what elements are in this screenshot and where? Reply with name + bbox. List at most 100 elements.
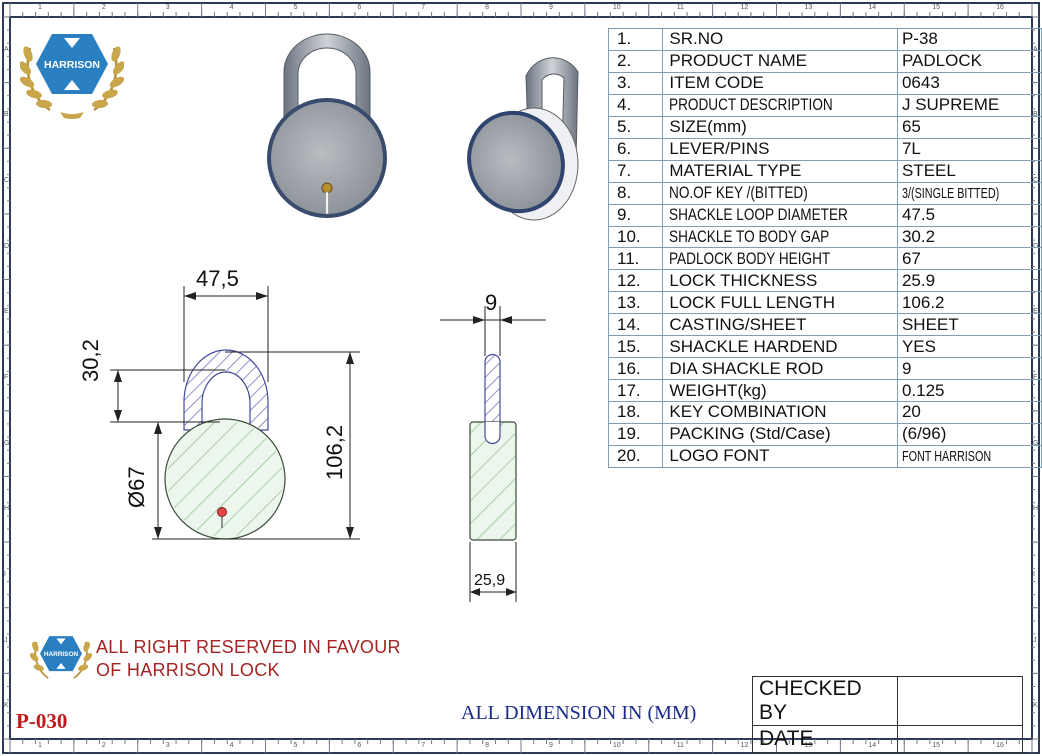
spec-value: 7L	[896, 137, 1042, 161]
spec-value: P-38	[896, 28, 1042, 51]
dim-loop-width: 47,5	[196, 266, 239, 291]
spec-label: PRODUCT NAME	[662, 49, 898, 73]
ruler-row-label: J	[4, 636, 8, 644]
spec-label-text: LEVER/PINS	[669, 139, 770, 159]
spec-value-text: (6/96)	[901, 424, 947, 444]
spec-number-text: 12.	[617, 270, 641, 290]
ruler-row-label: J	[1033, 636, 1037, 644]
spec-label-text: LOCK FULL LENGTH	[669, 292, 836, 312]
harrison-small-logo-icon: HARRISON	[30, 636, 92, 679]
spec-label-text: SHACKLE TO BODY GAP	[669, 226, 830, 246]
spec-label: CASTING/SHEET	[662, 313, 898, 337]
spec-label-text: SR.NO	[669, 29, 724, 49]
spec-number-text: 2.	[617, 51, 632, 71]
spec-number-text: 8.	[617, 183, 632, 203]
spec-label: LOCK THICKNESS	[662, 269, 898, 293]
spec-value-text: SHEET	[901, 314, 959, 334]
spec-label-text: SHACKLE HARDEND	[669, 336, 838, 356]
spec-number: 8.	[607, 181, 664, 205]
ruler-row-label: K	[1033, 702, 1038, 710]
ruler-row-label: G	[4, 439, 10, 447]
ruler-column-label: 1	[37, 4, 42, 11]
spec-value: 67	[896, 247, 1042, 271]
spec-number: 14.	[607, 313, 664, 337]
spec-row: 4. PRODUCT DESCRIPTION J SUPREME	[607, 93, 1042, 117]
dim-rod-dia: 9	[485, 290, 498, 315]
spec-value-text: 65	[901, 117, 921, 137]
spec-value: 25.9	[896, 269, 1042, 293]
spec-number-text: 4.	[617, 95, 632, 115]
spec-row: 9.SHACKLE LOOP DIAMETER 47.5	[607, 203, 1042, 227]
spec-label: DIA SHACKLE ROD	[662, 357, 898, 381]
spec-value-text: 47.5	[901, 205, 936, 225]
spec-value-text: STEEL	[901, 161, 956, 181]
spec-value-text: FONT HARRISON	[901, 447, 992, 465]
ruler-column-label: 14	[868, 4, 877, 11]
ruler-column-label: 3	[165, 742, 170, 749]
ruler-row-label: I	[4, 570, 6, 578]
ruler-column-label: 16	[996, 4, 1004, 11]
spec-value-text: 0.125	[901, 380, 945, 400]
spec-number: 3.	[607, 71, 664, 95]
spec-label-text: PRODUCT DESCRIPTION	[669, 95, 834, 115]
spec-value-text: 0643	[901, 73, 940, 93]
date-field	[897, 725, 1023, 753]
spec-row: 8. NO.OF KEY /(BITTED) 3/(SINGLE BITTED)	[607, 181, 1042, 205]
spec-value: (6/96)	[896, 422, 1042, 446]
spec-value: 3/(SINGLE BITTED)	[896, 181, 1042, 205]
spec-label-text: CASTING/SHEET	[669, 314, 807, 334]
spec-number-text: 15.	[617, 336, 641, 356]
spec-value-text: P-38	[901, 29, 938, 49]
spec-label-text: NO.OF KEY /(BITTED)	[669, 183, 809, 203]
spec-label-text: MATERIAL TYPE	[669, 161, 802, 181]
ruler-column-label: 10	[612, 4, 621, 11]
all-dimension-note: ALL DIMENSION IN (MM)	[461, 702, 697, 724]
spec-number-text: 19.	[617, 424, 641, 444]
spec-number: 9.	[607, 203, 664, 227]
ruler-row-label: B	[4, 111, 9, 119]
logo-small-brand-text: HARRISON	[44, 651, 79, 658]
spec-label-text: LOCK THICKNESS	[669, 270, 818, 290]
spec-value-text: J SUPREME	[901, 95, 1000, 115]
spec-value: 20	[896, 401, 1042, 424]
spec-label: SHACKLE LOOP DIAMETER	[662, 203, 898, 227]
spec-value-text: 7L	[901, 139, 921, 159]
ruler-row-label: H	[4, 505, 10, 513]
ruler-column-label: 4	[229, 4, 234, 11]
spec-value-text: 106.2	[901, 292, 945, 312]
spec-value-text: 3/(SINGLE BITTED)	[901, 184, 1000, 202]
ruler-column-label: 7	[421, 742, 426, 749]
ruler-row-label: C	[4, 177, 10, 185]
spec-number: 4.	[607, 93, 664, 117]
spec-number-text: 13.	[617, 292, 641, 312]
ruler-column-label: 8	[485, 742, 489, 749]
date-label: DATE	[752, 725, 898, 753]
spec-value-text: 30.2	[901, 226, 936, 246]
spec-value-text: PADLOCK	[901, 51, 982, 71]
spec-number-text: 5.	[617, 117, 632, 137]
spec-label: LOGO FONT	[662, 444, 898, 468]
harrison-logo-icon: HARRISON	[20, 34, 124, 119]
spec-label: PRODUCT DESCRIPTION	[662, 93, 898, 117]
spec-number-text: 18.	[617, 402, 641, 422]
spec-label: SIZE(mm)	[662, 115, 898, 139]
spec-label-text: PACKING (Std/Case)	[669, 424, 831, 444]
ruler-column-label: 12	[740, 4, 749, 11]
spec-value: 9	[896, 357, 1042, 381]
spec-label-text: SHACKLE LOOP DIAMETER	[669, 205, 849, 225]
signoff-table: CHECKED BY DATE	[752, 676, 1023, 753]
spec-value: 106.2	[896, 291, 1042, 315]
spec-number-text: 3.	[617, 73, 632, 93]
padlock-front-render	[267, 33, 387, 218]
spec-value: PADLOCK	[896, 49, 1042, 73]
spec-value-text: 25.9	[901, 270, 936, 290]
dim-full-length: 106,2	[322, 424, 347, 480]
drawing-code: P-030	[16, 709, 68, 733]
ruler-column-label: 7	[421, 4, 426, 11]
